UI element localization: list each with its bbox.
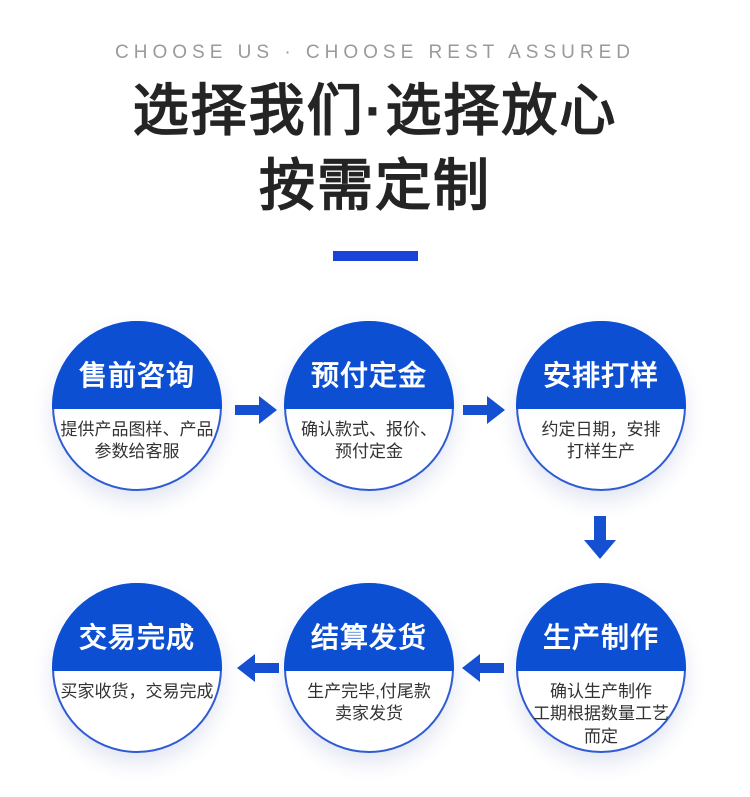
step-circle-production: 生产制作 确认生产制作 工期根据数量工艺 而定 xyxy=(516,583,686,753)
step-title: 交易完成 xyxy=(78,622,195,653)
step-description: 确认款式、报价、 预付定金 xyxy=(301,420,437,462)
step-description: 生产完毕,付尾款 卖家发货 xyxy=(307,682,431,724)
step-description: 约定日期，安排 打样生产 xyxy=(541,420,661,462)
arrow-right-icon xyxy=(235,395,277,425)
step-circle-header: 预付定金 xyxy=(284,321,454,409)
step-circle-sampling: 安排打样 约定日期，安排 打样生产 xyxy=(516,321,686,491)
page-title-line1: 选择我们·选择放心 xyxy=(132,79,618,142)
arrow-left-icon xyxy=(237,653,279,683)
step-circle-deal-complete: 交易完成 买家收货，交易完成 xyxy=(52,583,222,753)
arrow-right-icon xyxy=(463,395,505,425)
step-circle-presale-consult: 售前咨询 提供产品图样、产品 参数给客服 xyxy=(52,321,222,491)
step-description: 提供产品图样、产品 参数给客服 xyxy=(60,420,214,462)
step-title: 预付定金 xyxy=(310,360,427,391)
step-circle-header: 售前咨询 xyxy=(52,321,222,409)
eyebrow-text: CHOOSE US · CHOOSE REST ASSURED xyxy=(115,42,635,63)
step-circle-settle-ship: 结算发货 生产完毕,付尾款 卖家发货 xyxy=(284,583,454,753)
page-title-line2: 按需定制 xyxy=(259,154,491,217)
step-title: 结算发货 xyxy=(310,622,427,653)
step-circle-deposit: 预付定金 确认款式、报价、 预付定金 xyxy=(284,321,454,491)
step-circle-header: 结算发货 xyxy=(284,583,454,671)
step-description: 确认生产制作 工期根据数量工艺 而定 xyxy=(533,682,669,746)
step-circle-header: 交易完成 xyxy=(52,583,222,671)
arrow-down-icon xyxy=(583,516,617,560)
step-title: 安排打样 xyxy=(542,360,659,391)
title-underline-bar xyxy=(333,251,418,261)
step-title: 生产制作 xyxy=(542,622,659,653)
arrow-left-icon xyxy=(462,653,504,683)
step-description: 买家收货，交易完成 xyxy=(60,682,214,701)
step-title: 售前咨询 xyxy=(78,360,195,391)
step-circle-header: 生产制作 xyxy=(516,583,686,671)
step-circle-header: 安排打样 xyxy=(516,321,686,409)
